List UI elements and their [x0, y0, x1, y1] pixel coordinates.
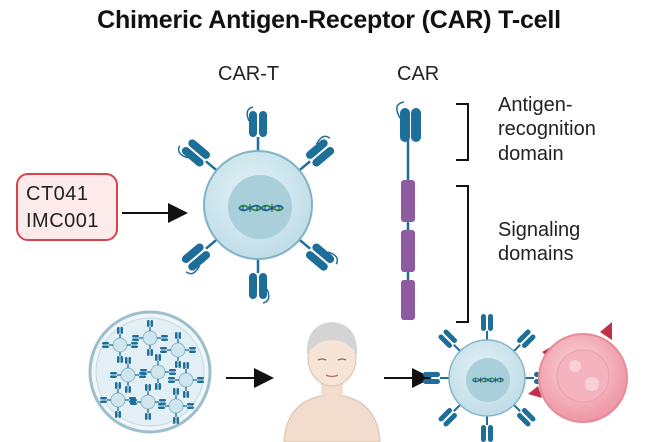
antigen-recognition-domain-right — [411, 108, 421, 142]
signaling-domain-2 — [401, 230, 415, 272]
signaling-domains-line-1: Signaling — [498, 219, 581, 241]
antigen-recognition-line-1: Antigen- — [498, 94, 573, 116]
diagram-title: Chimeric Antigen-Receptor (CAR) T-cell — [97, 6, 561, 34]
signaling-domain-1 — [401, 180, 415, 222]
antigen-recognition-line-3: domain — [498, 142, 564, 165]
car-t-cell — [174, 105, 342, 305]
car-structure — [396, 101, 421, 320]
antigen-recognition-line-2: recognition — [498, 118, 596, 141]
antigen-recognition-domain-left — [400, 108, 410, 142]
car-t-products-callout: CT041 IMC001 — [16, 173, 118, 241]
antigen-recognition-bracket — [456, 103, 469, 161]
car-receptor — [247, 257, 271, 305]
petri-dish-icon — [88, 310, 212, 434]
signaling-domains-label: Signaling domains — [498, 218, 580, 267]
product-ct041: CT041 — [26, 183, 89, 205]
car-receptor — [245, 105, 269, 153]
car-label: CAR — [397, 63, 440, 85]
antigen-recognition-label: Antigen- recognition domain — [498, 93, 596, 166]
car-t-label: CAR-T — [218, 63, 280, 85]
scfv-linker — [396, 101, 405, 119]
car-t-cell-small — [422, 313, 552, 442]
patient-icon — [283, 322, 381, 442]
signaling-domain-3 — [401, 280, 415, 320]
signaling-domains-line-2: domains — [498, 243, 574, 266]
signaling-bracket — [456, 185, 469, 323]
product-imc001: IMC001 — [26, 210, 100, 232]
tumor-cell-icon — [528, 322, 628, 423]
